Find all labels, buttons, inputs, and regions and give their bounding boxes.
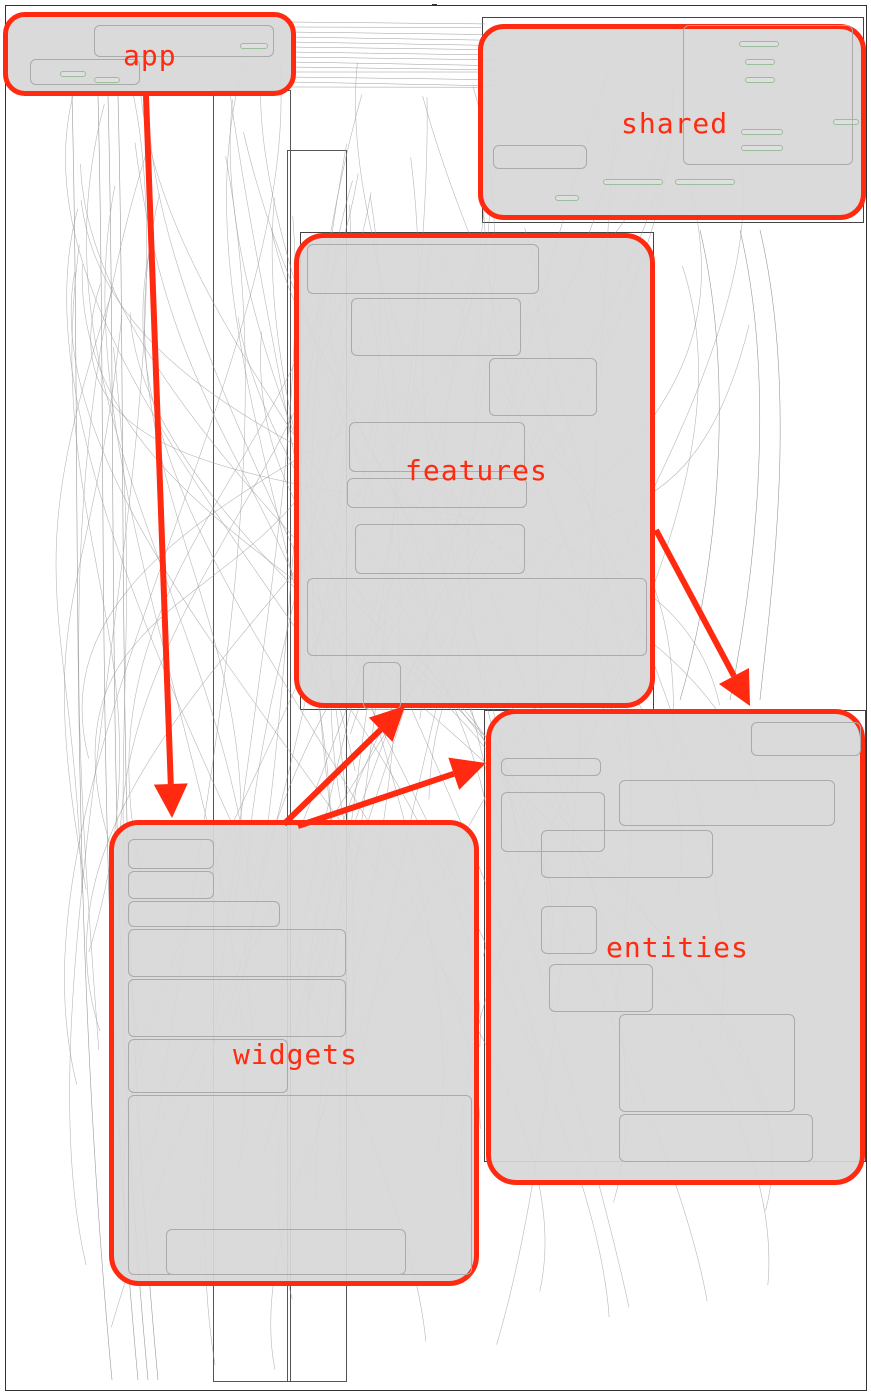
dependency-edge <box>71 95 113 1381</box>
arrowhead-features-to-entities <box>718 668 750 706</box>
layer-label-widgets: widgets <box>233 1038 359 1071</box>
widgets-subcluster <box>166 1229 406 1275</box>
entities-subcluster <box>541 830 713 878</box>
features-subcluster <box>363 662 401 710</box>
dependency-edge <box>55 287 114 894</box>
features-subcluster <box>347 478 527 508</box>
dependency-edge <box>289 76 482 80</box>
arrowhead-widgets-to-entities <box>448 757 486 790</box>
layer-widgets <box>109 820 479 1286</box>
entities-subcluster <box>501 792 605 852</box>
shared-node <box>833 119 859 125</box>
dependency-edge <box>289 31 493 35</box>
layer-label-shared: shared <box>621 107 729 140</box>
dependency-edge <box>144 193 242 925</box>
app-subcluster <box>30 59 140 85</box>
dependency-edge <box>78 154 147 1050</box>
shared-node <box>741 129 783 135</box>
widgets-subcluster <box>128 871 214 899</box>
entities-subcluster <box>549 964 653 1012</box>
dependency-edge <box>289 51 492 56</box>
entities-subcluster <box>501 758 601 776</box>
layer-entities <box>486 709 865 1185</box>
app-node <box>240 43 268 49</box>
shared-node <box>745 59 775 65</box>
layer-app <box>3 12 296 96</box>
shared-subcluster <box>493 145 587 169</box>
layer-shared <box>478 24 866 220</box>
entities-subcluster <box>619 1114 813 1162</box>
arrow-features-to-entities <box>653 528 737 678</box>
shared-node <box>603 179 663 185</box>
dependency-edge <box>64 64 282 1085</box>
shared-node <box>741 145 783 151</box>
features-subcluster <box>307 578 647 656</box>
features-subcluster <box>349 422 525 472</box>
dependency-edge <box>64 315 123 890</box>
dependency-edge <box>86 104 254 924</box>
arrow-widgets-to-entities <box>297 770 455 829</box>
dependency-edge <box>729 229 761 701</box>
arrowhead-widgets-to-features <box>368 706 405 742</box>
layer-label-features: features <box>405 454 548 487</box>
dependency-edge <box>759 229 781 701</box>
features-subcluster <box>355 524 525 574</box>
features-subcluster <box>489 358 597 416</box>
entities-subcluster <box>619 1014 795 1112</box>
dependency-edge <box>679 229 720 701</box>
shared-subcluster <box>683 25 853 165</box>
widgets-subcluster <box>128 901 280 927</box>
dependency-edge <box>289 41 495 46</box>
dependency-edge <box>289 66 495 71</box>
dependency-edge <box>69 84 148 1265</box>
shared-node <box>745 77 775 83</box>
entities-subcluster <box>541 906 597 954</box>
arrow-app-to-widgets <box>143 95 174 785</box>
widgets-subcluster <box>128 839 214 869</box>
dependency-edge <box>289 36 484 41</box>
features-subcluster <box>307 244 539 294</box>
shared-node <box>739 41 779 47</box>
entities-subcluster <box>751 722 861 756</box>
shared-node <box>555 195 579 201</box>
entities-subcluster <box>619 780 835 826</box>
shared-node <box>675 179 735 185</box>
arrowhead-app-to-widgets <box>153 783 188 818</box>
features-subcluster <box>351 298 521 356</box>
layer-features <box>294 233 655 710</box>
app-subcluster <box>94 25 274 57</box>
app-node <box>60 71 86 77</box>
graph-root-marker <box>432 4 437 6</box>
layer-label-entities: entities <box>606 931 749 964</box>
dependency-edge <box>289 61 488 66</box>
widgets-subcluster <box>128 929 346 977</box>
widgets-subcluster <box>128 1039 288 1093</box>
dependency-edge <box>289 46 488 50</box>
dependency-edge <box>289 21 485 25</box>
widgets-subcluster <box>128 979 346 1037</box>
dependency-edge <box>289 81 500 87</box>
app-node <box>94 77 120 83</box>
arrow-widgets-to-features <box>281 727 383 827</box>
dependency-edge <box>289 56 499 61</box>
layer-label-app: app <box>123 39 177 72</box>
